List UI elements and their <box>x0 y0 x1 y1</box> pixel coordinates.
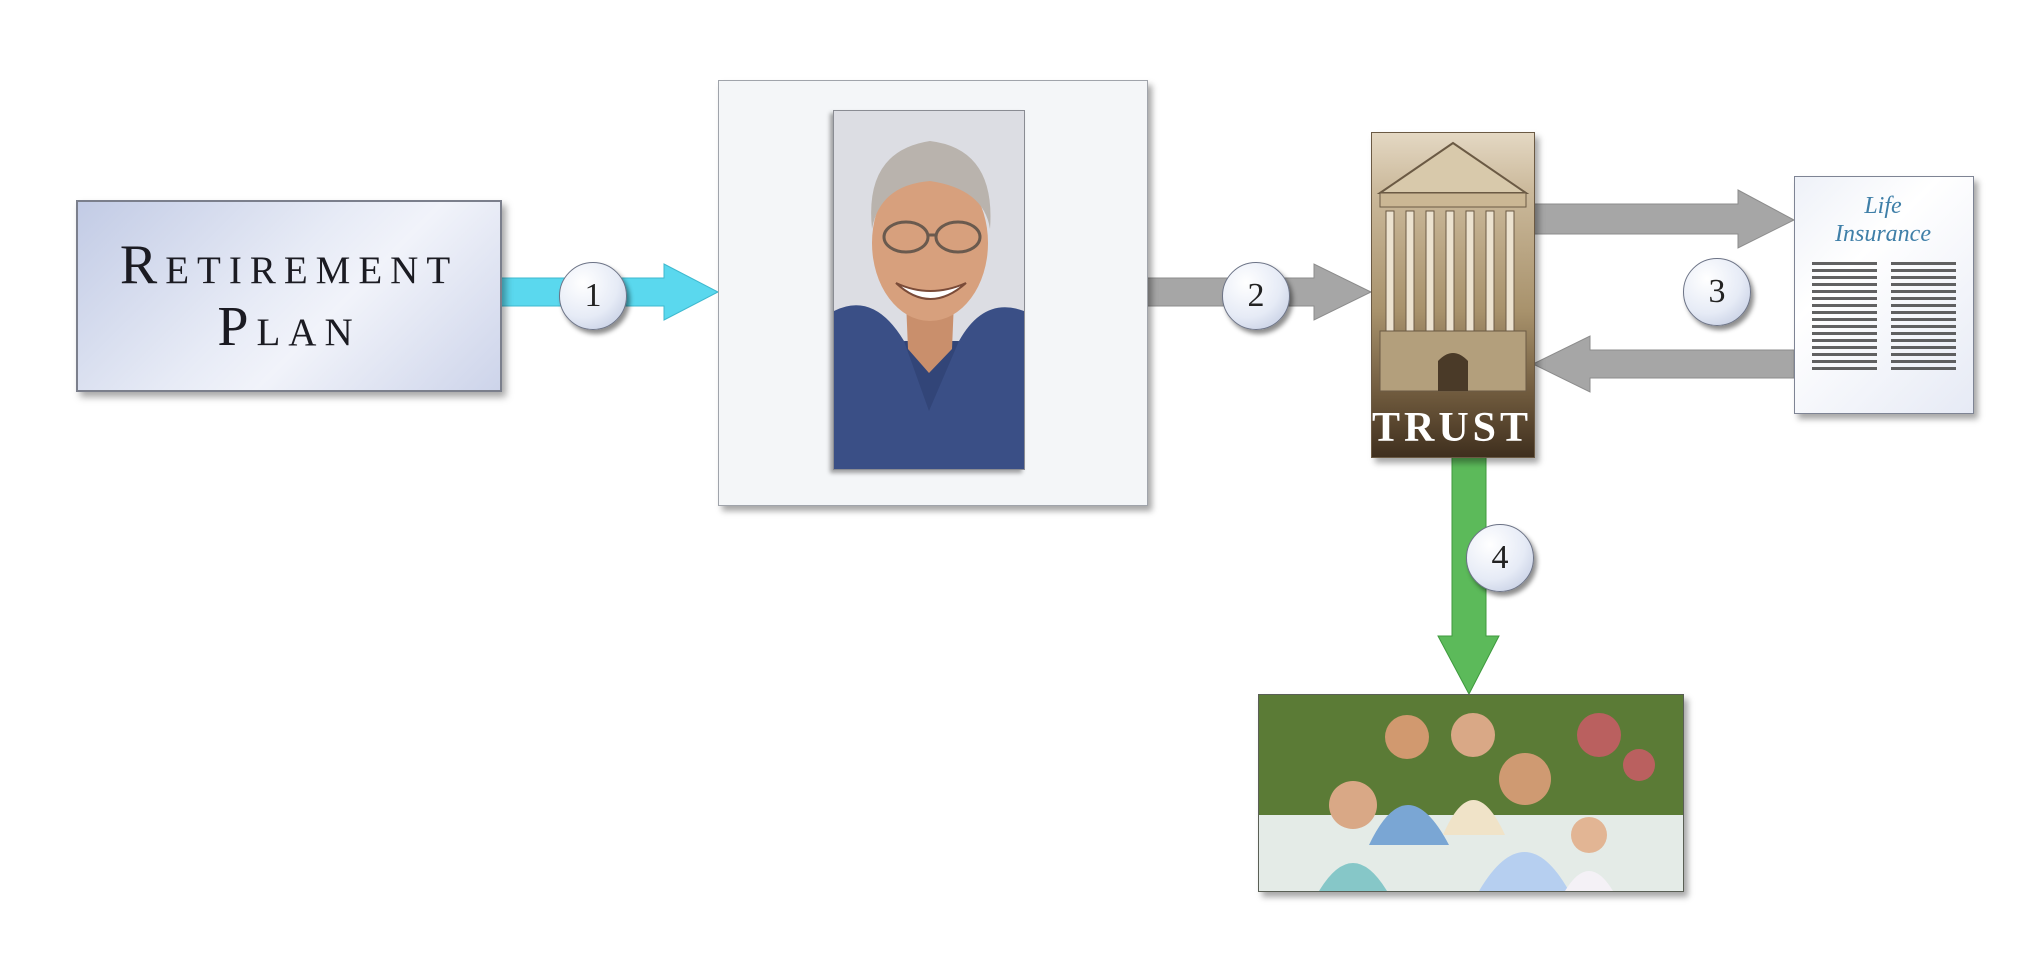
retirement-plan-line1: Retirement <box>119 234 459 296</box>
life-insurance-body-text <box>1812 262 1956 392</box>
arrow-4 <box>1437 455 1500 696</box>
step-3-badge: 3 <box>1683 258 1751 326</box>
retiree-photo <box>833 110 1025 470</box>
life-insurance-document <box>1794 176 1974 414</box>
doc-column-right <box>1891 262 1956 392</box>
arrow-3-premium <box>1532 189 1796 249</box>
life-insurance-title-line2: Insurance <box>1835 221 1931 247</box>
step-2-badge: 2 <box>1222 262 1290 330</box>
life-insurance-title: Life Insurance <box>1794 192 1972 248</box>
doc-column-left <box>1812 262 1877 392</box>
family-photo <box>1258 694 1684 892</box>
step-1-badge: 1 <box>559 262 627 330</box>
arrow-3-proceeds <box>1531 335 1795 393</box>
trust-label: TRUST <box>1371 405 1533 451</box>
trust-building-image <box>1371 132 1535 458</box>
life-insurance-title-line1: Life <box>1864 193 1902 219</box>
step-4-badge: 4 <box>1466 524 1534 592</box>
retirement-plan-line2: Plan <box>217 296 361 358</box>
retirement-plan-box: Retirement Plan <box>76 200 502 392</box>
